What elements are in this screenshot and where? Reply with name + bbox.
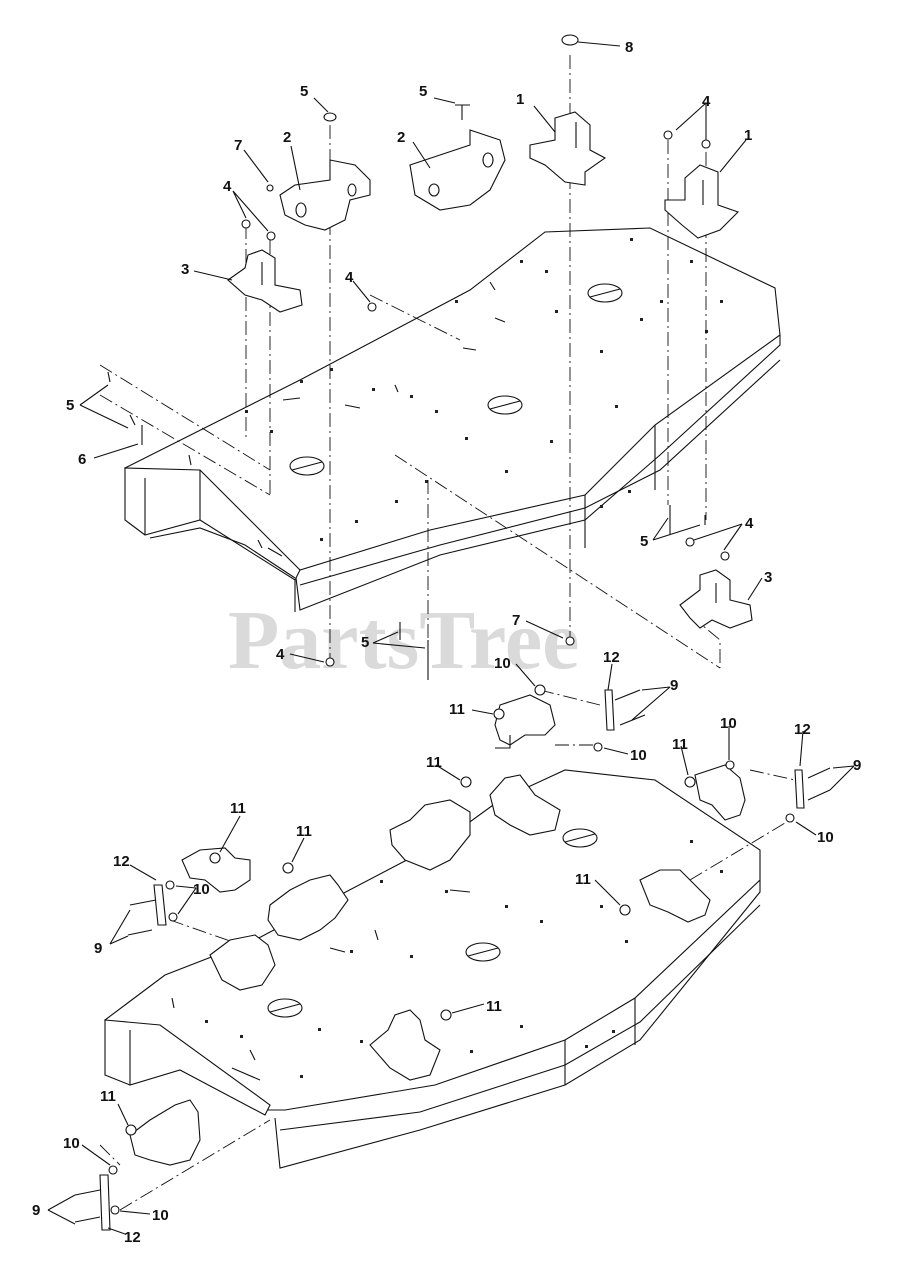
- lower-brackets: [74, 684, 831, 1231]
- callout-10: 10: [63, 1135, 80, 1152]
- callout-5: 5: [361, 634, 369, 651]
- callout-5: 5: [66, 397, 74, 414]
- callout-3: 3: [181, 261, 189, 278]
- callout-2: 2: [397, 129, 405, 146]
- callout-4: 4: [223, 178, 232, 195]
- callout-5: 5: [300, 83, 308, 100]
- callout-9: 9: [94, 940, 102, 957]
- callout-5: 5: [640, 533, 648, 550]
- callout-12: 12: [124, 1229, 141, 1246]
- callout-12: 12: [113, 853, 130, 870]
- callout-9: 9: [670, 677, 678, 694]
- callout-12: 12: [603, 649, 620, 666]
- callout-11: 11: [296, 823, 312, 840]
- callout-12: 12: [794, 721, 811, 738]
- callout-4: 4: [276, 646, 285, 663]
- callout-11: 11: [100, 1088, 116, 1105]
- callout-10: 10: [494, 655, 511, 672]
- callout-9: 9: [853, 757, 861, 774]
- callout-11: 11: [486, 998, 502, 1015]
- upper-brackets: [107, 34, 753, 680]
- callout-11: 11: [426, 754, 442, 771]
- callout-11: 11: [230, 800, 246, 817]
- callout-7: 7: [512, 612, 520, 629]
- callout-5: 5: [419, 83, 427, 100]
- callout-4: 4: [745, 515, 754, 532]
- callout-4: 4: [702, 93, 711, 110]
- lower-mower-deck: [104, 769, 761, 1169]
- callout-1: 1: [516, 91, 524, 108]
- callout-10: 10: [817, 829, 834, 846]
- callout-11: 11: [575, 871, 591, 888]
- callout-11: 11: [672, 736, 688, 753]
- callout-6: 6: [78, 451, 86, 468]
- callout-10: 10: [720, 715, 737, 732]
- callout-10: 10: [193, 881, 210, 898]
- callout-labels: 8 1 1 4 5 5 2 2 7 4 3 4 5 6 5 4 3 7 5 4 …: [32, 39, 861, 1246]
- callout-1: 1: [744, 127, 752, 144]
- callout-7: 7: [234, 137, 242, 154]
- upper-mower-deck: [123, 227, 781, 612]
- callout-3: 3: [764, 569, 772, 586]
- leader-lines: [47, 41, 855, 1235]
- callout-10: 10: [630, 747, 647, 764]
- callout-11: 11: [449, 701, 465, 718]
- callout-9: 9: [32, 1202, 40, 1219]
- lower-assembly-lines: [99, 689, 796, 1211]
- watermark-text: PartsTree: [228, 594, 579, 687]
- callout-4: 4: [345, 269, 354, 286]
- callout-10: 10: [152, 1207, 169, 1224]
- callout-8: 8: [625, 39, 633, 56]
- callout-2: 2: [283, 129, 291, 146]
